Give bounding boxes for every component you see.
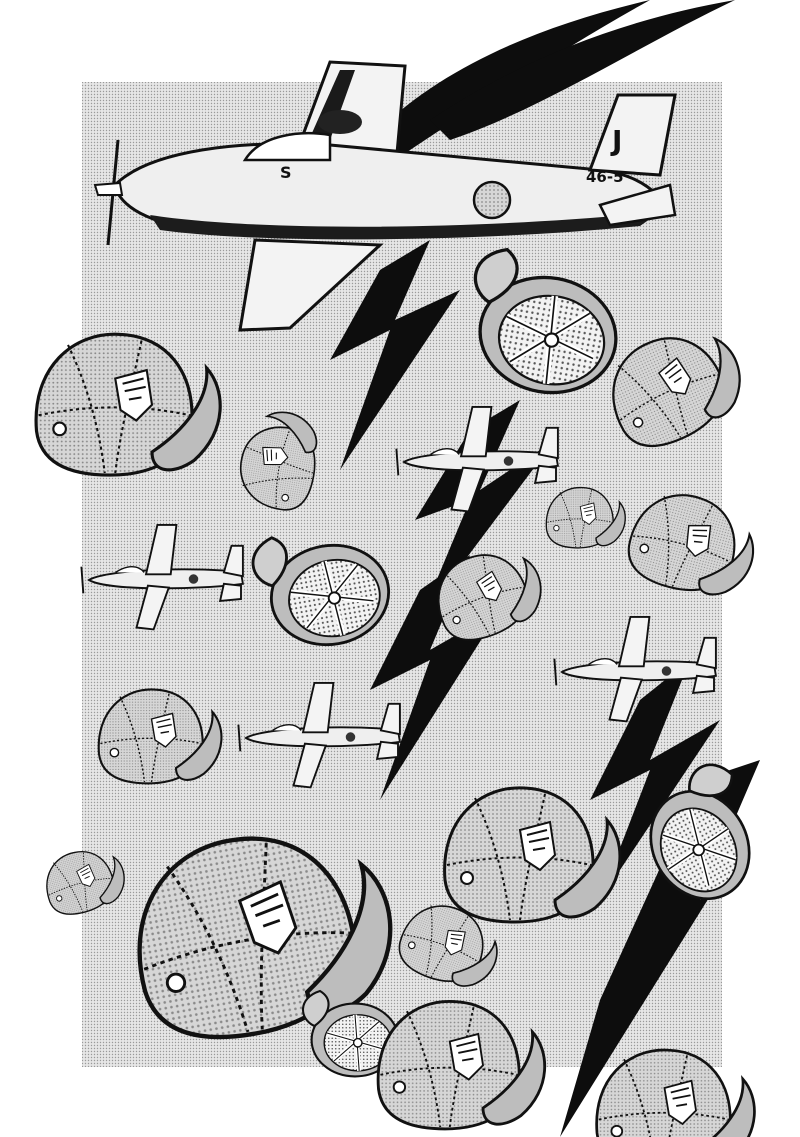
speed-streak-icon: [330, 0, 760, 1137]
tail-letter: J: [610, 124, 622, 157]
fuselage-mark: S: [280, 163, 292, 182]
roundel-icon: [318, 110, 512, 220]
lead-airplane: J 46-5 S: [93, 60, 677, 332]
tail-code: 46-5: [586, 168, 624, 186]
